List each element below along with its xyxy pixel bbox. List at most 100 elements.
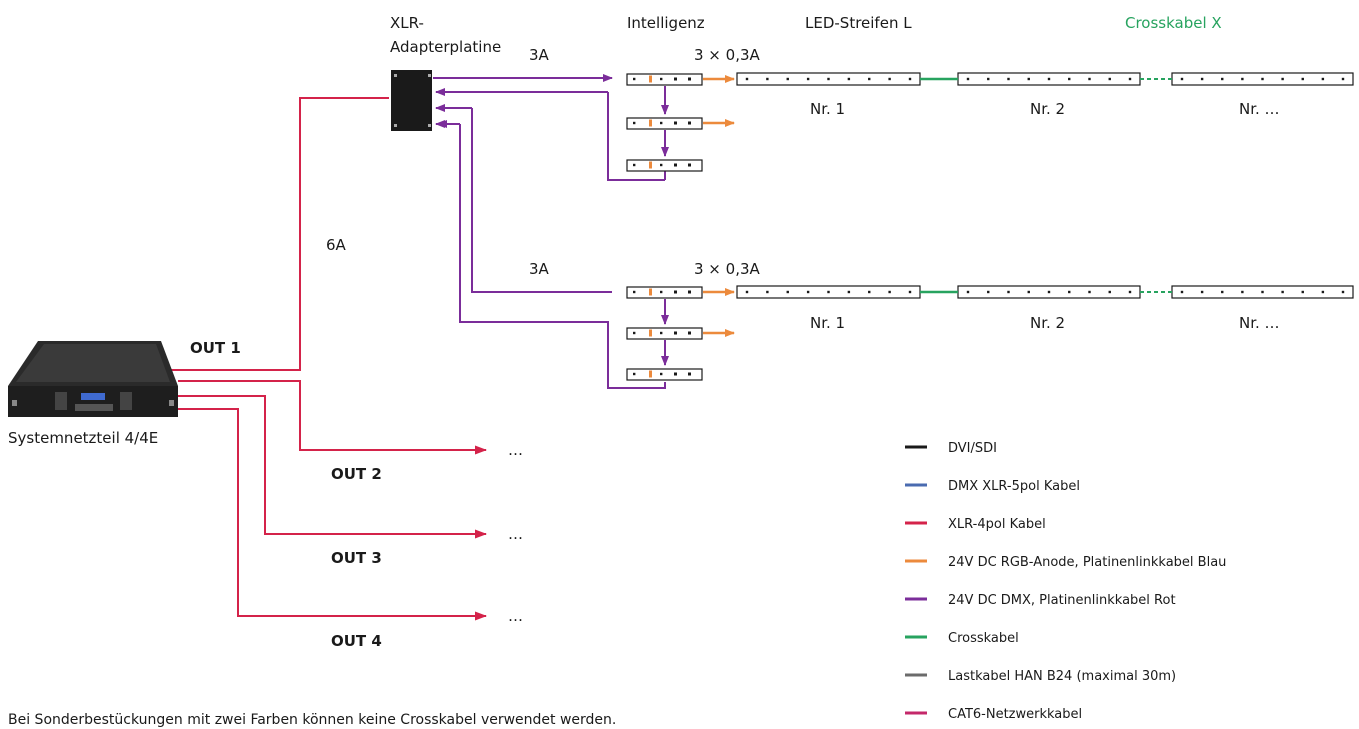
adapter-title-line2: Adapterplatine xyxy=(390,38,501,56)
led-strips-top xyxy=(736,72,1354,86)
intelligence-module xyxy=(626,327,703,340)
led-dot xyxy=(987,77,990,81)
legend-label: XLR-4pol Kabel xyxy=(948,517,1046,532)
module-component xyxy=(633,163,636,167)
led-dot xyxy=(766,77,769,81)
led-dot xyxy=(745,290,749,294)
module-component xyxy=(649,370,652,378)
out2-label: OUT 2 xyxy=(331,465,382,483)
amp-6a-label: 6A xyxy=(326,236,347,254)
out3-continuation: … xyxy=(508,525,523,543)
led-dot xyxy=(745,77,749,81)
led-dot xyxy=(1128,77,1132,81)
intelligence-group-top xyxy=(626,73,703,172)
crosscable-title: Crosskabel X xyxy=(1125,14,1222,32)
module-component xyxy=(688,163,691,167)
led-dot xyxy=(1341,290,1345,294)
led-dot xyxy=(908,77,912,81)
module-component xyxy=(660,77,663,81)
legend-label: DMX XLR-5pol Kabel xyxy=(948,479,1080,494)
led-dot xyxy=(827,77,830,81)
led-dot xyxy=(827,290,830,294)
module-component xyxy=(633,77,636,81)
psu-display xyxy=(81,393,105,400)
led-dot xyxy=(1180,77,1184,81)
led-dot xyxy=(786,77,789,81)
intelligence-module xyxy=(626,159,703,172)
led-dot xyxy=(1281,77,1284,81)
led-dot xyxy=(1281,290,1284,294)
amp-strip-top: 3 × 0,3A xyxy=(694,46,761,64)
out3-cable xyxy=(178,395,487,539)
led-dot xyxy=(847,77,851,81)
module-component xyxy=(649,75,652,83)
adapter-title-line1: XLR- xyxy=(390,14,424,32)
led-dot xyxy=(987,290,990,294)
amp-strip-bottom: 3 × 0,3A xyxy=(694,260,761,278)
intelligence-module xyxy=(626,73,703,86)
led-dot xyxy=(1321,77,1325,81)
strip-label-nr1-top: Nr. 1 xyxy=(810,100,845,118)
strip-label-nr2-bottom: Nr. 2 xyxy=(1030,314,1065,332)
module-component xyxy=(660,121,663,125)
led-dot xyxy=(1241,290,1244,294)
module-component xyxy=(674,331,677,335)
out4-cable xyxy=(178,408,487,621)
module-component xyxy=(660,372,663,376)
rgb-anode-arrows xyxy=(703,75,735,337)
xlr-adapter-board xyxy=(391,70,432,131)
led-dot xyxy=(966,290,970,294)
led-dot xyxy=(1108,290,1111,294)
module-component xyxy=(688,121,691,125)
led-dot xyxy=(806,290,810,294)
led-dot xyxy=(1341,77,1345,81)
out2-cable xyxy=(178,380,487,455)
led-dot xyxy=(1261,77,1264,81)
module-component xyxy=(649,161,652,169)
strip-label-nrx-bottom: Nr. … xyxy=(1239,314,1280,332)
led-dot xyxy=(1068,77,1071,81)
intelligence-module xyxy=(626,286,703,299)
led-dot xyxy=(1027,77,1030,81)
out4-label: OUT 4 xyxy=(331,632,382,650)
intelligence-module xyxy=(626,368,703,381)
led-dot xyxy=(1261,290,1264,294)
led-dot xyxy=(1180,290,1184,294)
strip-label-nr2-top: Nr. 2 xyxy=(1030,100,1065,118)
module-component xyxy=(674,121,677,125)
intelligence-module xyxy=(626,117,703,130)
led-dot xyxy=(1200,290,1204,294)
module-component xyxy=(660,290,663,294)
legend-label: DVI/SDI xyxy=(948,441,997,456)
led-dot xyxy=(1301,77,1304,81)
module-component xyxy=(649,329,652,337)
dmx-cable-bottom-main xyxy=(436,108,612,293)
module-component xyxy=(633,121,636,125)
led-dot xyxy=(1241,77,1244,81)
legend-label: Crosskabel xyxy=(948,631,1019,646)
intelligence-title: Intelligenz xyxy=(627,14,705,32)
led-dot xyxy=(908,290,912,294)
module-component xyxy=(688,290,691,294)
led-dot xyxy=(1068,290,1071,294)
led-dot xyxy=(786,290,789,294)
led-dot xyxy=(766,290,769,294)
intelligence-group-bottom xyxy=(626,286,703,381)
power-supply-unit xyxy=(8,341,178,417)
out4-continuation: … xyxy=(508,607,523,625)
footnote: Bei Sonderbestückungen mit zwei Farben k… xyxy=(8,712,617,728)
psu-label: Systemnetzteil 4/4E xyxy=(8,429,158,447)
led-dot xyxy=(1007,77,1010,81)
module-component xyxy=(633,290,636,294)
led-dot xyxy=(1088,290,1091,294)
module-component xyxy=(649,119,652,127)
led-dot xyxy=(1221,77,1224,81)
led-dot xyxy=(888,77,891,81)
module-component xyxy=(660,331,663,335)
module-component xyxy=(688,331,691,335)
led-dot xyxy=(1047,290,1051,294)
led-dot xyxy=(1047,77,1051,81)
module-component xyxy=(674,163,677,167)
module-component xyxy=(674,77,677,81)
module-component xyxy=(633,331,636,335)
